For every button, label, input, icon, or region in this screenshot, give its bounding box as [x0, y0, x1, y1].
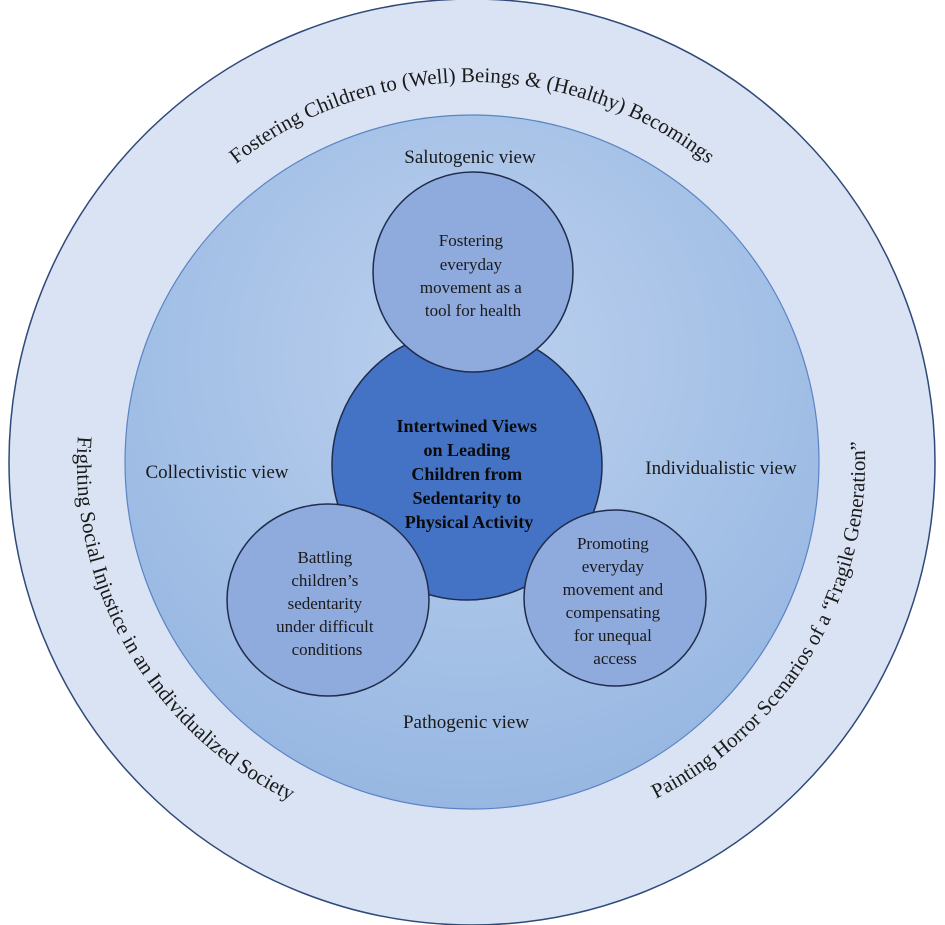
node-top-line: Fostering — [439, 231, 504, 250]
center-line: on Leading — [423, 440, 510, 460]
node-right-line: compensating — [566, 603, 661, 622]
center-line: Intertwined Views — [397, 416, 538, 436]
inner-label-pathogenic: Pathogenic view — [403, 712, 529, 733]
node-top-text: Fostering everyday movement as a tool fo… — [420, 231, 526, 320]
node-right-line: Promoting — [577, 534, 649, 553]
node-left-line: Battling — [297, 548, 352, 567]
center-line: Children from — [411, 464, 522, 484]
node-left-ellipse — [226, 503, 430, 697]
node-left-line: sedentarity — [288, 594, 363, 613]
node-top-line: movement as a — [420, 278, 522, 297]
node-left-line: under difficult — [276, 617, 374, 636]
node-top-line: tool for health — [425, 301, 522, 320]
node-right-line: movement and — [563, 580, 664, 599]
node-right-line: everyday — [582, 557, 645, 576]
node-right-line: for unequal — [574, 626, 652, 645]
node-left-text: Battling children’s sedentarity under di… — [276, 548, 378, 659]
inner-label-collectivistic: Collectivistic view — [145, 462, 288, 483]
inner-label-salutogenic: Salutogenic view — [404, 147, 536, 168]
node-left-line: conditions — [292, 640, 363, 659]
node-top-circle — [372, 171, 574, 373]
center-line: Physical Activity — [405, 512, 534, 532]
center-title: Intertwined Views on Leading Children fr… — [397, 416, 542, 532]
center-line: Sedentarity to — [413, 488, 521, 508]
node-right-ellipse — [523, 509, 707, 687]
node-right-text: Promoting everyday movement and compensa… — [563, 534, 668, 668]
inner-label-individualistic: Individualistic view — [645, 458, 797, 479]
node-left-line: children’s — [291, 571, 358, 590]
node-right-line: access — [593, 649, 636, 668]
node-top-line: everyday — [440, 255, 503, 274]
